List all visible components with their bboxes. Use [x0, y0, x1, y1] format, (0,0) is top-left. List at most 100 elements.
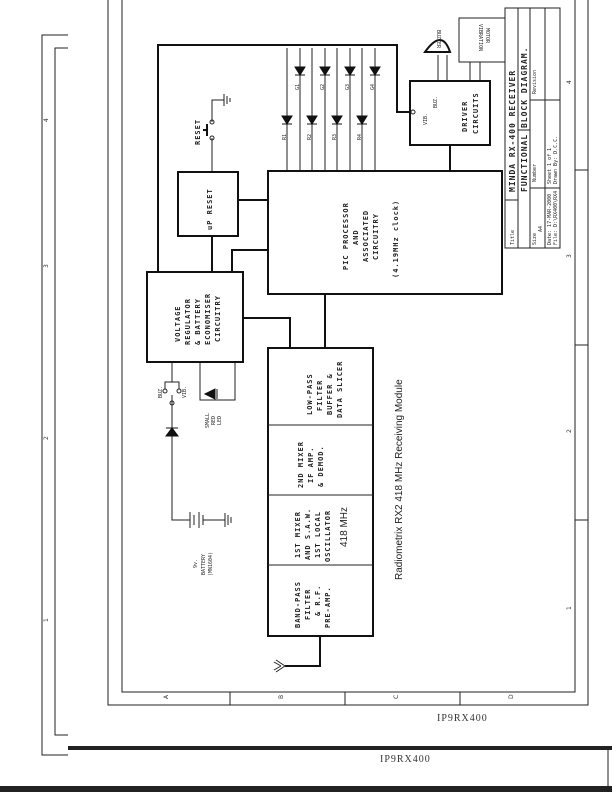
svg-text:IF AMP.: IF AMP. [307, 446, 315, 483]
svg-text:R4: R4 [357, 134, 363, 140]
divider [0, 786, 612, 792]
svg-text:BUZ.: BUZ. [433, 96, 439, 108]
svg-text:Sheet 1 of 1: Sheet 1 of 1 [547, 148, 553, 184]
receiving-module-block: BAND-PASS FILTER & R.F. PRE-AMP. 1ST MIX… [267, 347, 374, 637]
up-reset-block [177, 171, 239, 237]
svg-text:AND: AND [352, 229, 360, 245]
led-icon [331, 115, 343, 125]
module-caption: Radiometrix RX2 418 MHz Receiving Module [394, 379, 405, 580]
footer-ref: IP9RX400 [437, 713, 488, 724]
red-leds: R1 R2 R3 R4 [281, 115, 368, 140]
divider [68, 746, 612, 750]
svg-text:CIRCUITS: CIRCUITS [472, 92, 480, 134]
rx-section-low-pass: LOW-PASS FILTER BUFFER & DATA SLICER [306, 361, 344, 418]
svg-text:CIRCUITRY: CIRCUITRY [214, 295, 222, 342]
svg-text:REGULATOR: REGULATOR [184, 298, 192, 345]
rx-section-1st-mixer: 1ST MIXER AND S.A.W. 1ST LOCAL OSCILLATO… [294, 507, 350, 562]
row-label: D [508, 694, 515, 699]
vibration-motor-block [458, 17, 506, 63]
svg-text:9v.: 9v. [193, 559, 199, 568]
svg-text:1ST MIXER: 1ST MIXER [294, 511, 302, 558]
col-label: 1 [566, 606, 573, 610]
svg-text:R2: R2 [307, 134, 313, 140]
rx-section-2nd-mixer: 2ND MIXER IF AMP. & DEMOD. [297, 441, 325, 488]
svg-text:DRIVER: DRIVER [461, 101, 469, 132]
led-icon [306, 115, 318, 125]
led-icon [319, 66, 331, 76]
title-line: MINDA RX-400 RECEIVER [508, 70, 517, 192]
led-icon [294, 66, 306, 76]
ground-icon [224, 513, 232, 527]
svg-text:G1: G1 [295, 84, 301, 90]
diode-icon [165, 427, 179, 437]
svg-text:PIC PROCESSOR: PIC PROCESSOR [342, 202, 350, 270]
col-label: 4 [566, 80, 573, 84]
led-icon [356, 115, 368, 125]
reset-label: RESET [194, 119, 202, 145]
driver-circuits-block [409, 80, 491, 146]
svg-text:VIBRATION: VIBRATION [477, 24, 483, 51]
svg-text:Number: Number [532, 164, 538, 182]
svg-text:AND S.A.W.: AND S.A.W. [304, 508, 312, 560]
col-label: 3 [43, 264, 50, 268]
svg-text:ASSOCIATED: ASSOCIATED [362, 210, 370, 262]
battery-icon [189, 512, 204, 528]
svg-text:PRE-AMP.: PRE-AMP. [324, 586, 332, 628]
pic-processor-block [267, 170, 503, 295]
left-bracket: 4 3 2 1 [41, 34, 68, 756]
svg-text:MOTOR: MOTOR [484, 28, 490, 44]
svg-text:OSCILLATOR: OSCILLATOR [324, 510, 332, 562]
svg-text:Size: Size [532, 233, 538, 245]
rx-section-band-pass: BAND-PASS FILTER & R.F. PRE-AMP. [294, 581, 332, 628]
reset-switch[interactable] [203, 119, 215, 141]
svg-text:VIB.: VIB. [182, 386, 188, 398]
col-label: 4 [43, 118, 50, 122]
svg-text:& DEMOD.: & DEMOD. [317, 445, 325, 487]
svg-text:CIRCUITRY: CIRCUITRY [372, 213, 380, 260]
footer-ref: IP9RX400 [380, 754, 431, 765]
svg-text:uP RESET: uP RESET [206, 188, 214, 230]
led-icon [203, 388, 218, 400]
svg-text:VIB.: VIB. [423, 113, 429, 125]
green-leds: G1 G2 G3 G4 [294, 66, 381, 90]
buzzer-icon [423, 39, 452, 53]
wires [157, 44, 481, 667]
svg-text:G4: G4 [370, 84, 376, 90]
title-block: Title MINDA RX-400 RECEIVER FUNCTIONAL B… [504, 7, 561, 249]
voltage-regulator-block [146, 271, 244, 363]
svg-text:G3: G3 [345, 84, 351, 90]
svg-text:G2: G2 [320, 84, 326, 90]
col-label: 1 [43, 618, 50, 622]
svg-text:Drawn By: D.C.C.: Drawn By: D.C.C. [553, 136, 559, 184]
led-icon [344, 66, 356, 76]
svg-text:BUFFER &: BUFFER & [326, 373, 334, 415]
svg-text:Title: Title [510, 230, 516, 245]
svg-text:BAND-PASS: BAND-PASS [294, 581, 302, 628]
led-icon [369, 66, 381, 76]
drawing-frame: A B C D 4 3 2 1 [107, 0, 589, 706]
svg-text:(MN1604): (MN1604) [208, 552, 214, 576]
col-label: 3 [566, 254, 573, 258]
led-icon [281, 115, 293, 125]
svg-text:& R.F.: & R.F. [314, 585, 322, 616]
buz-vib-switch[interactable] [162, 375, 182, 406]
title-line: FUNCTIONAL BLOCK DIAGRAM. [520, 47, 529, 192]
svg-text:1ST LOCAL: 1ST LOCAL [314, 511, 322, 558]
svg-text:File: D:\RX400\RX4: File: D:\RX400\RX4 [553, 191, 559, 245]
svg-text:R3: R3 [332, 134, 338, 140]
buzzer-label: BUZZER [435, 30, 441, 49]
svg-text:FILTER: FILTER [304, 589, 312, 620]
svg-text:418 MHz: 418 MHz [339, 507, 350, 547]
svg-text:LOW-PASS: LOW-PASS [306, 373, 314, 415]
col-label: 2 [566, 429, 573, 433]
ground-icon [223, 94, 231, 106]
row-label: B [278, 695, 285, 699]
svg-text:BUZ.: BUZ. [158, 386, 164, 398]
svg-text:ECONOMISER: ECONOMISER [204, 293, 212, 345]
svg-text:LED: LED [217, 416, 223, 425]
svg-text:2ND MIXER: 2ND MIXER [297, 441, 305, 488]
svg-text:DATA SLICER: DATA SLICER [336, 361, 344, 418]
col-label: 2 [43, 436, 50, 440]
row-label: A [163, 694, 170, 699]
